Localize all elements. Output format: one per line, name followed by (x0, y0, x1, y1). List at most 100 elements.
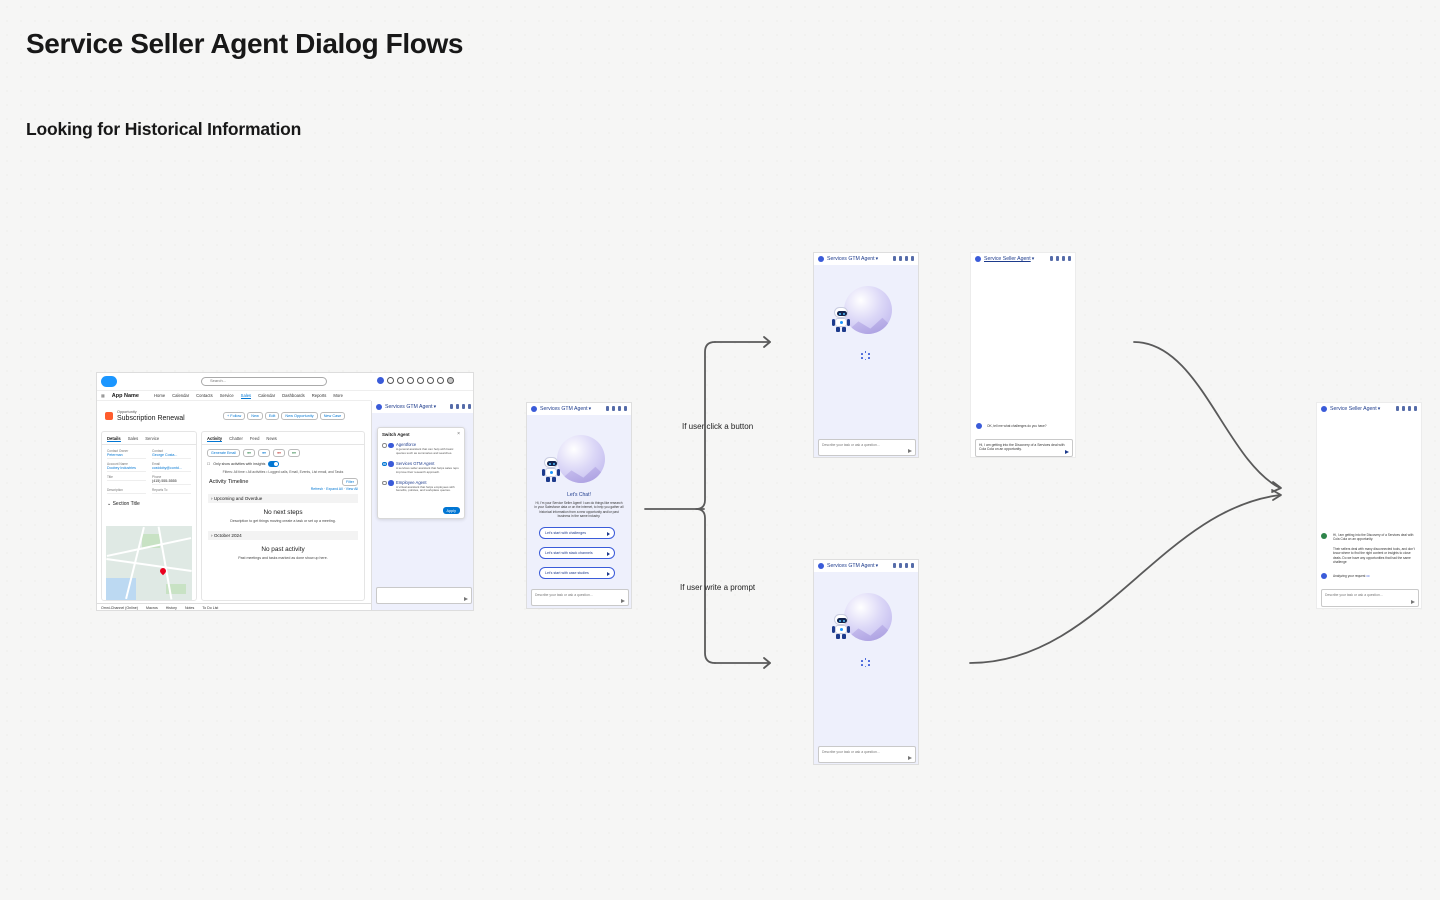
follow-button[interactable]: + Follow (223, 412, 246, 420)
filter-button[interactable]: Filter (342, 478, 358, 486)
history-icon[interactable] (898, 563, 902, 568)
more-icon[interactable] (1407, 406, 1411, 411)
agent-option-agentforce[interactable]: Agentforce A general assistant that can … (382, 442, 460, 456)
checkbox[interactable]: ☐ (207, 462, 211, 466)
agent-icon[interactable] (377, 377, 384, 384)
nav-item-dashboards[interactable]: Dashboards (282, 393, 305, 398)
nav-item-reports[interactable]: Reports (311, 393, 327, 398)
field-value[interactable] (152, 492, 191, 494)
avatar[interactable] (447, 377, 454, 384)
more-icon[interactable] (904, 256, 908, 261)
agent-switcher[interactable]: Service Seller Agent (1330, 406, 1377, 412)
history-icon[interactable] (611, 406, 615, 411)
bell-icon[interactable] (437, 377, 444, 384)
send-icon[interactable] (908, 449, 912, 453)
send-icon[interactable] (1065, 450, 1069, 454)
agent-option-services-gtm[interactable]: Services GTM Agent A services seller ass… (382, 461, 460, 475)
more-icon[interactable] (461, 404, 465, 409)
new-chat-icon[interactable] (605, 406, 609, 411)
global-search-input[interactable]: Search... (201, 377, 327, 386)
agent-switcher[interactable]: Services GTM Agent (385, 404, 433, 410)
chat-input[interactable]: Describe your task or ask a question... (531, 589, 629, 606)
nav-item-calendar-2[interactable]: Calendar (258, 393, 276, 398)
utility-omni-channel[interactable]: Omni-Channel (Online) (101, 606, 138, 610)
agent-switcher[interactable]: Services GTM Agent (827, 563, 875, 569)
more-icon[interactable] (904, 563, 908, 568)
agent-switcher[interactable]: Services GTM Agent (540, 406, 588, 412)
new-event-icon[interactable]: ●▾ (272, 449, 285, 457)
send-icon[interactable] (908, 756, 912, 760)
help-icon[interactable] (417, 377, 424, 384)
nav-item-service[interactable]: Service (219, 393, 234, 398)
close-icon[interactable] (1413, 406, 1417, 411)
chat-input[interactable]: Describe your task or ask a question... (818, 439, 916, 456)
chevron-down-icon[interactable]: ▾ (433, 404, 437, 410)
apply-button[interactable]: Apply (442, 507, 460, 514)
nav-item-contacts[interactable]: Contacts (196, 393, 213, 398)
agent-switcher[interactable]: Services GTM Agent (827, 256, 875, 262)
utility-todo[interactable]: To Do List (202, 606, 219, 610)
app-launcher-icon[interactable]: ▦ (101, 392, 105, 398)
history-icon[interactable] (1055, 256, 1059, 261)
edit-button[interactable]: Edit (264, 412, 280, 420)
close-icon[interactable] (467, 404, 471, 409)
agent-option-employee[interactable]: Employee Agent A virtual assistant that … (382, 480, 460, 494)
new-task-icon[interactable]: ●▾ (257, 449, 270, 457)
upcoming-section-header[interactable]: › Upcoming and Overdue (208, 494, 358, 503)
tab-chatter[interactable]: Chatter (229, 436, 243, 441)
chevron-down-icon[interactable]: ▾ (1377, 406, 1381, 412)
close-icon[interactable] (910, 563, 914, 568)
new-chat-icon[interactable] (892, 256, 896, 261)
agent-switcher[interactable]: Service Seller Agent (984, 256, 1031, 262)
chat-input[interactable]: Describe your task or ask a question... (1321, 589, 1419, 607)
nav-item-calendar[interactable]: Calendar (172, 393, 190, 398)
favorites-icon[interactable] (387, 377, 394, 384)
month-section-header[interactable]: › October 2024 (208, 531, 358, 540)
new-case-button[interactable]: New Case (319, 412, 346, 420)
tab-feed[interactable]: Feed (249, 436, 260, 441)
new-chat-icon[interactable] (449, 404, 453, 409)
field-value[interactable]: costdoby@contd... (152, 466, 191, 472)
field-value[interactable]: (415) 555-5555 (152, 479, 191, 485)
chevron-down-icon[interactable]: ▾ (588, 406, 592, 412)
tab-news[interactable]: News (266, 436, 277, 441)
nav-item-home[interactable]: Home (153, 393, 166, 398)
close-icon[interactable] (910, 256, 914, 261)
history-icon[interactable] (898, 256, 902, 261)
tab-activity[interactable]: Activity (207, 436, 223, 442)
utility-notes[interactable]: Notes (184, 606, 195, 610)
tab-sales[interactable]: Sales (127, 436, 139, 441)
close-icon[interactable] (623, 406, 627, 411)
chat-input[interactable]: Hi, I am getting into the Discovery of a… (975, 439, 1073, 457)
chevron-down-icon[interactable]: ▾ (875, 256, 879, 262)
chat-input[interactable]: Describe your task or ask a question... (818, 746, 916, 763)
new-chat-icon[interactable] (892, 563, 896, 568)
chevron-down-icon[interactable]: ▾ (1031, 256, 1035, 262)
field-value[interactable]: Doobey Industries (107, 466, 146, 472)
history-icon[interactable] (455, 404, 459, 409)
radio-selected[interactable] (382, 461, 387, 467)
new-opportunity-button[interactable]: New Opportunity (281, 412, 318, 420)
timeline-links[interactable]: Refresh · Expand All · View All (310, 487, 358, 491)
starter-chip-case-studies[interactable]: Let's start with case studies (539, 567, 615, 579)
send-icon[interactable] (464, 597, 468, 601)
add-icon[interactable] (397, 377, 404, 384)
tab-details[interactable]: Details (107, 436, 121, 442)
send-icon[interactable] (621, 599, 625, 603)
more-icon[interactable] (617, 406, 621, 411)
map-image[interactable] (106, 526, 192, 600)
insights-toggle[interactable] (268, 461, 280, 467)
send-icon[interactable] (1411, 600, 1415, 604)
field-value[interactable] (107, 479, 146, 481)
gear-icon[interactable] (427, 377, 434, 384)
close-icon[interactable]: × (457, 431, 460, 437)
nav-item-sales[interactable]: Sales (240, 392, 252, 399)
starter-chip-challenges[interactable]: Let's start with challenges (539, 527, 615, 539)
field-value[interactable] (107, 492, 146, 494)
new-chat-icon[interactable] (1395, 406, 1399, 411)
trailhead-icon[interactable] (407, 377, 414, 384)
new-button[interactable]: New (247, 412, 263, 420)
nav-item-more[interactable]: More (333, 393, 343, 398)
close-icon[interactable] (1067, 256, 1071, 261)
radio[interactable] (382, 480, 387, 486)
